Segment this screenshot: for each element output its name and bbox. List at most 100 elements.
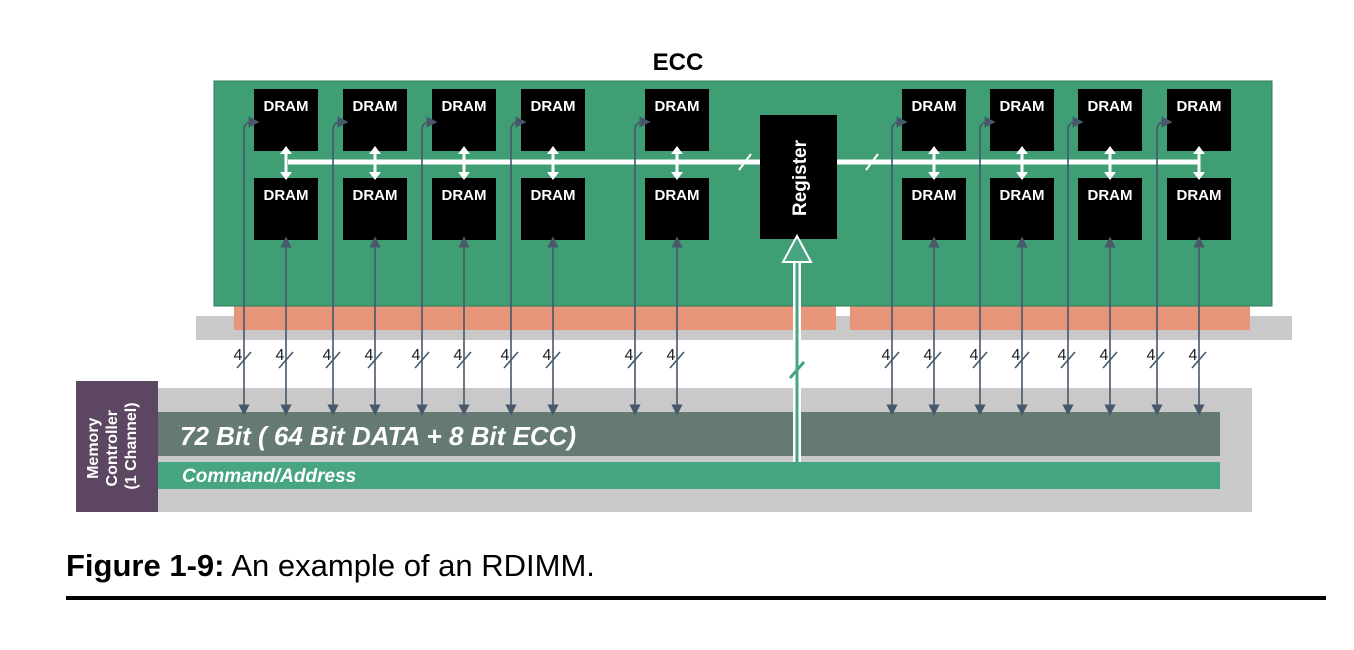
memory-controller-line-2: Controller bbox=[104, 410, 121, 486]
dram-label: DRAM bbox=[1000, 98, 1045, 115]
bus-width-slash bbox=[972, 351, 988, 369]
dram-chip bbox=[1167, 178, 1231, 240]
signal-line-top-chip bbox=[629, 116, 651, 416]
bus-width-label: 4 bbox=[1058, 347, 1067, 364]
register-chip bbox=[760, 115, 837, 239]
bus-width-label: 4 bbox=[924, 347, 933, 364]
memory-controller-label: Memory Controller (1 Channel) bbox=[85, 402, 140, 489]
dram-chip bbox=[645, 89, 709, 151]
register-label: Register bbox=[790, 139, 811, 216]
dram-chip bbox=[521, 178, 585, 240]
chip-link-arrow-up bbox=[1193, 146, 1205, 154]
chip-link-arrow-down bbox=[671, 172, 683, 180]
dram-chip bbox=[1167, 89, 1231, 151]
bus-width-label: 4 bbox=[667, 347, 676, 364]
memory-controller-block bbox=[76, 381, 158, 512]
dram-chips: DRAM DRAM DRAM DRAM DRAM DRAM DRAM DRAM DRAM DRAM… bbox=[254, 89, 1231, 240]
chip-link-arrow-down bbox=[1016, 172, 1028, 180]
dram-label: DRAM bbox=[531, 98, 576, 115]
chip-link-arrow-down bbox=[1193, 172, 1205, 180]
bus-width-slash bbox=[503, 351, 519, 369]
dram-label: DRAM bbox=[1177, 187, 1222, 204]
dram-chip bbox=[343, 89, 407, 151]
signal-line-top-chip bbox=[974, 116, 996, 416]
dram-chip bbox=[990, 89, 1054, 151]
dram-label: DRAM bbox=[655, 187, 700, 204]
bus-width-slash bbox=[278, 351, 294, 369]
dram-chip bbox=[645, 178, 709, 240]
dram-label: DRAM bbox=[1177, 98, 1222, 115]
chip-link-arrow-down bbox=[280, 172, 292, 180]
bus-width-slash bbox=[367, 351, 383, 369]
bus-width-label: 4 bbox=[970, 347, 979, 364]
dram-label: DRAM bbox=[264, 98, 309, 115]
dram-chip bbox=[254, 89, 318, 151]
rdimm-diagram: ECC Register 72 Bit ( 64 Bit DATA + 8 Bi… bbox=[76, 49, 1292, 512]
bus-width-slash bbox=[236, 351, 252, 369]
signal-line-top-chip bbox=[1062, 116, 1084, 416]
dram-label: DRAM bbox=[353, 98, 398, 115]
bus-width-slash bbox=[1014, 351, 1030, 369]
dram-label: DRAM bbox=[655, 98, 700, 115]
signal-line-top-chip bbox=[1151, 116, 1173, 416]
command-bus-bar bbox=[158, 462, 1220, 489]
dram-chip bbox=[1078, 89, 1142, 151]
dram-label: DRAM bbox=[531, 187, 576, 204]
bus-width-label: 4 bbox=[1189, 347, 1198, 364]
data-bus-label: 72 Bit ( 64 Bit DATA + 8 Bit ECC) bbox=[180, 421, 576, 451]
memory-controller-line-3: (1 Channel) bbox=[123, 402, 140, 489]
dram-chip bbox=[521, 89, 585, 151]
dram-label: DRAM bbox=[1088, 187, 1133, 204]
signal-line-top-chip bbox=[416, 116, 438, 416]
chip-link-arrow-down bbox=[458, 172, 470, 180]
bus-slash-right bbox=[865, 153, 879, 171]
bus-width-slash bbox=[627, 351, 643, 369]
dram-label: DRAM bbox=[264, 187, 309, 204]
bus-width-label: 4 bbox=[234, 347, 243, 364]
bus-width-label: 4 bbox=[1100, 347, 1109, 364]
bus-width-slash bbox=[1149, 351, 1165, 369]
dram-label: DRAM bbox=[353, 187, 398, 204]
memory-controller-line-1: Memory bbox=[85, 417, 102, 478]
bus-width-label: 4 bbox=[276, 347, 285, 364]
dram-chip bbox=[432, 178, 496, 240]
chip-link-arrow-up bbox=[280, 146, 292, 154]
chip-link-arrow-up bbox=[928, 146, 940, 154]
bus-width-slash bbox=[884, 351, 900, 369]
bus-width-slash bbox=[1102, 351, 1118, 369]
bus-width-slash bbox=[414, 351, 430, 369]
chip-link-arrow-up bbox=[671, 146, 683, 154]
bus-width-slash bbox=[669, 351, 685, 369]
bus-width-label: 4 bbox=[323, 347, 332, 364]
chip-link-arrow-down bbox=[1104, 172, 1116, 180]
dram-label: DRAM bbox=[1088, 98, 1133, 115]
register-arrow bbox=[781, 233, 813, 263]
signal-line-top-chip bbox=[505, 116, 527, 416]
dram-label: DRAM bbox=[912, 98, 957, 115]
bus-width-slash bbox=[545, 351, 561, 369]
signal-line-top-chip bbox=[327, 116, 349, 416]
bus-width-label: 4 bbox=[625, 347, 634, 364]
chip-link-arrow-down bbox=[928, 172, 940, 180]
signal-line-top-chip bbox=[886, 116, 908, 416]
bus-width-slash bbox=[456, 351, 472, 369]
ecc-label: ECC bbox=[653, 49, 704, 76]
caption-label: Figure 1-9: bbox=[66, 548, 225, 583]
signal-line-top-chip bbox=[238, 116, 260, 416]
bus-width-label: 4 bbox=[365, 347, 374, 364]
bus-width-label: 4 bbox=[501, 347, 510, 364]
dram-label: DRAM bbox=[442, 98, 487, 115]
chip-link-arrow-up bbox=[547, 146, 559, 154]
dram-chip bbox=[432, 89, 496, 151]
dram-chip bbox=[902, 89, 966, 151]
figure-caption: Figure 1-9: An example of an RDIMM. bbox=[66, 548, 1326, 600]
data-bus-bar bbox=[158, 412, 1220, 456]
bus-width-label: 4 bbox=[1012, 347, 1021, 364]
bus-width-slash bbox=[1060, 351, 1076, 369]
bus-width-slash bbox=[1191, 351, 1207, 369]
dram-chip bbox=[990, 178, 1054, 240]
chip-link-arrow-up bbox=[369, 146, 381, 154]
command-line-slash bbox=[788, 361, 806, 379]
bus-slash-left bbox=[738, 153, 752, 171]
